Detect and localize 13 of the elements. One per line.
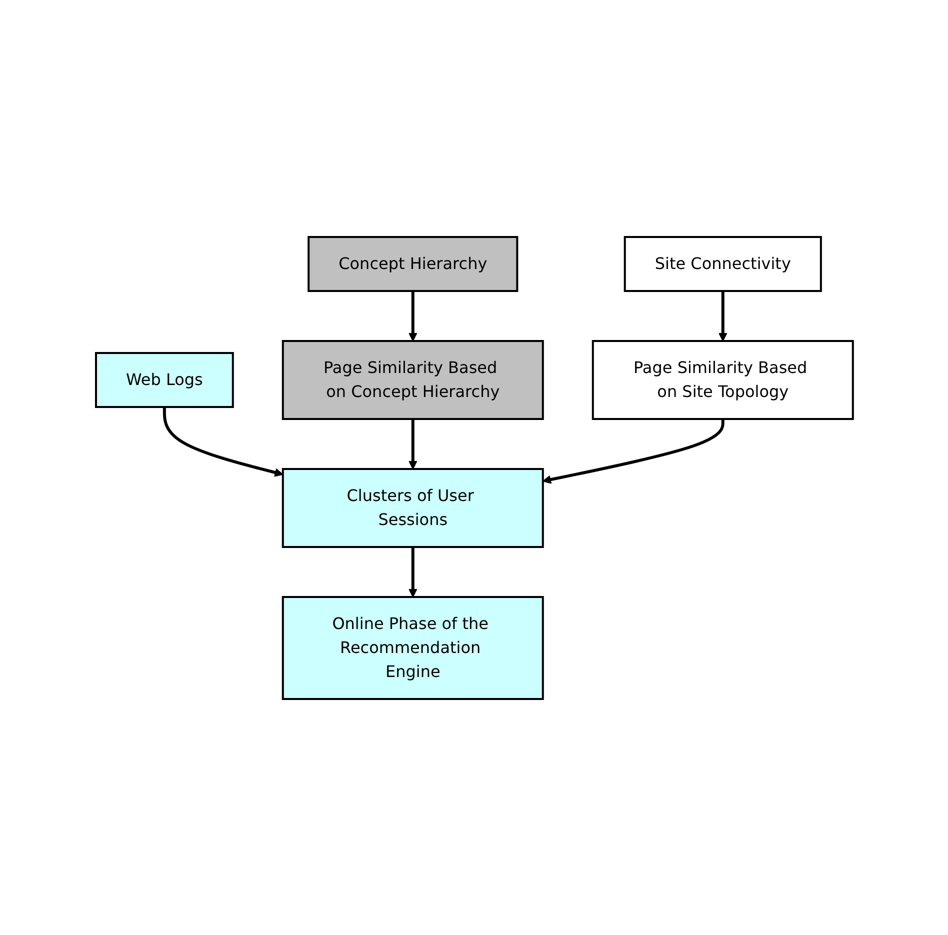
node-box: Site Connectivity — [623, 236, 822, 292]
arrow — [718, 290, 727, 341]
node-box: Concept Hierarchy — [307, 236, 518, 292]
arrow — [408, 418, 417, 469]
arrow — [408, 546, 417, 597]
node-box: Page Similarity Based on Site Topology — [591, 340, 854, 420]
node-box: Page Similarity Based on Concept Hierarchy — [281, 340, 544, 420]
arrow — [408, 290, 417, 341]
node-box: Clusters of User Sessions — [281, 468, 544, 548]
arrow — [542, 418, 724, 484]
node-box: Web Logs — [94, 352, 234, 408]
arrow — [162, 406, 283, 476]
node-box: Online Phase of the Recommendation Engine — [281, 596, 544, 700]
